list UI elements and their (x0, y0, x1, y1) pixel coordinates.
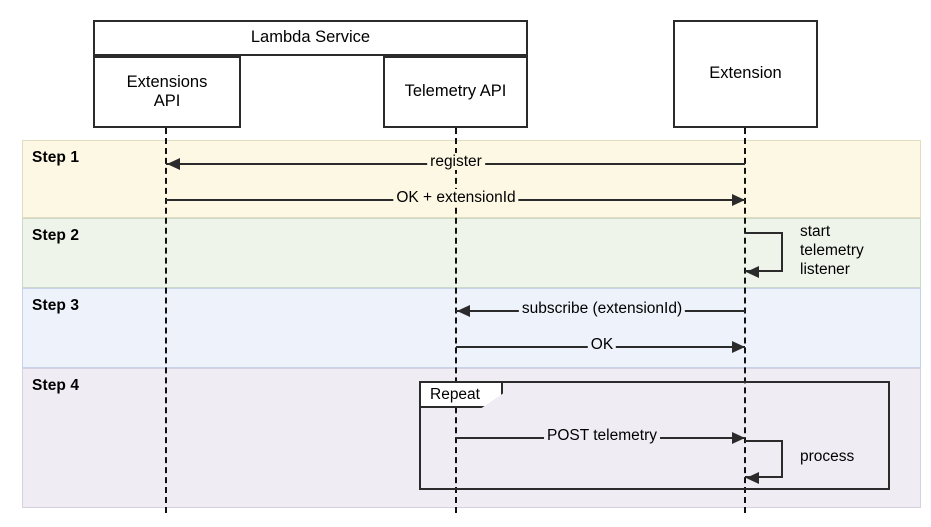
message-label-msg_post_telemetry: POST telemetry (544, 427, 660, 445)
participant-box-extension: Extension (673, 20, 818, 128)
message-label-msg_ok_extensionid: OK + extensionId (393, 189, 519, 207)
participant-box-extensions_api: Extensions API (93, 56, 241, 128)
fragment-frag_repeat (419, 381, 890, 490)
participant-label-extension: Extension (709, 64, 782, 83)
message-label-msg_ok: OK (587, 336, 617, 354)
lifeline-ll_extensions_api (165, 128, 167, 513)
step-band-step2 (22, 218, 921, 288)
step-label-step4: Step 4 (32, 377, 80, 394)
arrow-head-selfcall_start_listener (746, 266, 759, 278)
self-call-label-selfcall_process: process (800, 448, 855, 465)
self-call-selfcall_start_listener (745, 232, 783, 272)
self-call-label-selfcall_start_listener: start telemetry listener (800, 223, 864, 278)
arrow-head-selfcall_process (746, 472, 759, 484)
arrow-head-msg_register (167, 158, 180, 170)
fragment-label-text: Repeat (430, 385, 480, 403)
step-band-step1 (22, 140, 921, 218)
message-label-msg_subscribe: subscribe (extensionId) (518, 300, 686, 318)
lifeline-ll_extension (744, 128, 746, 513)
arrow-head-msg_subscribe (457, 305, 470, 317)
participant-label-extensions_api: Extensions API (126, 72, 208, 110)
arrow-head-msg_post_telemetry (732, 432, 745, 444)
participant-label-telemetry_api: Telemetry API (404, 82, 507, 101)
participant-box-lambda_service: Lambda Service (93, 20, 528, 56)
step-label-step1: Step 1 (32, 149, 80, 166)
step-band-step3 (22, 288, 921, 368)
lifeline-ll_telemetry_api (455, 128, 457, 513)
step-label-step3: Step 3 (32, 297, 80, 314)
self-call-selfcall_process (745, 440, 783, 478)
step-label-step2: Step 2 (32, 227, 80, 244)
participant-box-telemetry_api: Telemetry API (383, 56, 528, 128)
message-label-msg_register: register (427, 153, 485, 171)
arrow-head-msg_ok (732, 341, 745, 353)
arrow-head-msg_ok_extensionid (732, 194, 745, 206)
participant-label-lambda_service: Lambda Service (250, 28, 371, 47)
